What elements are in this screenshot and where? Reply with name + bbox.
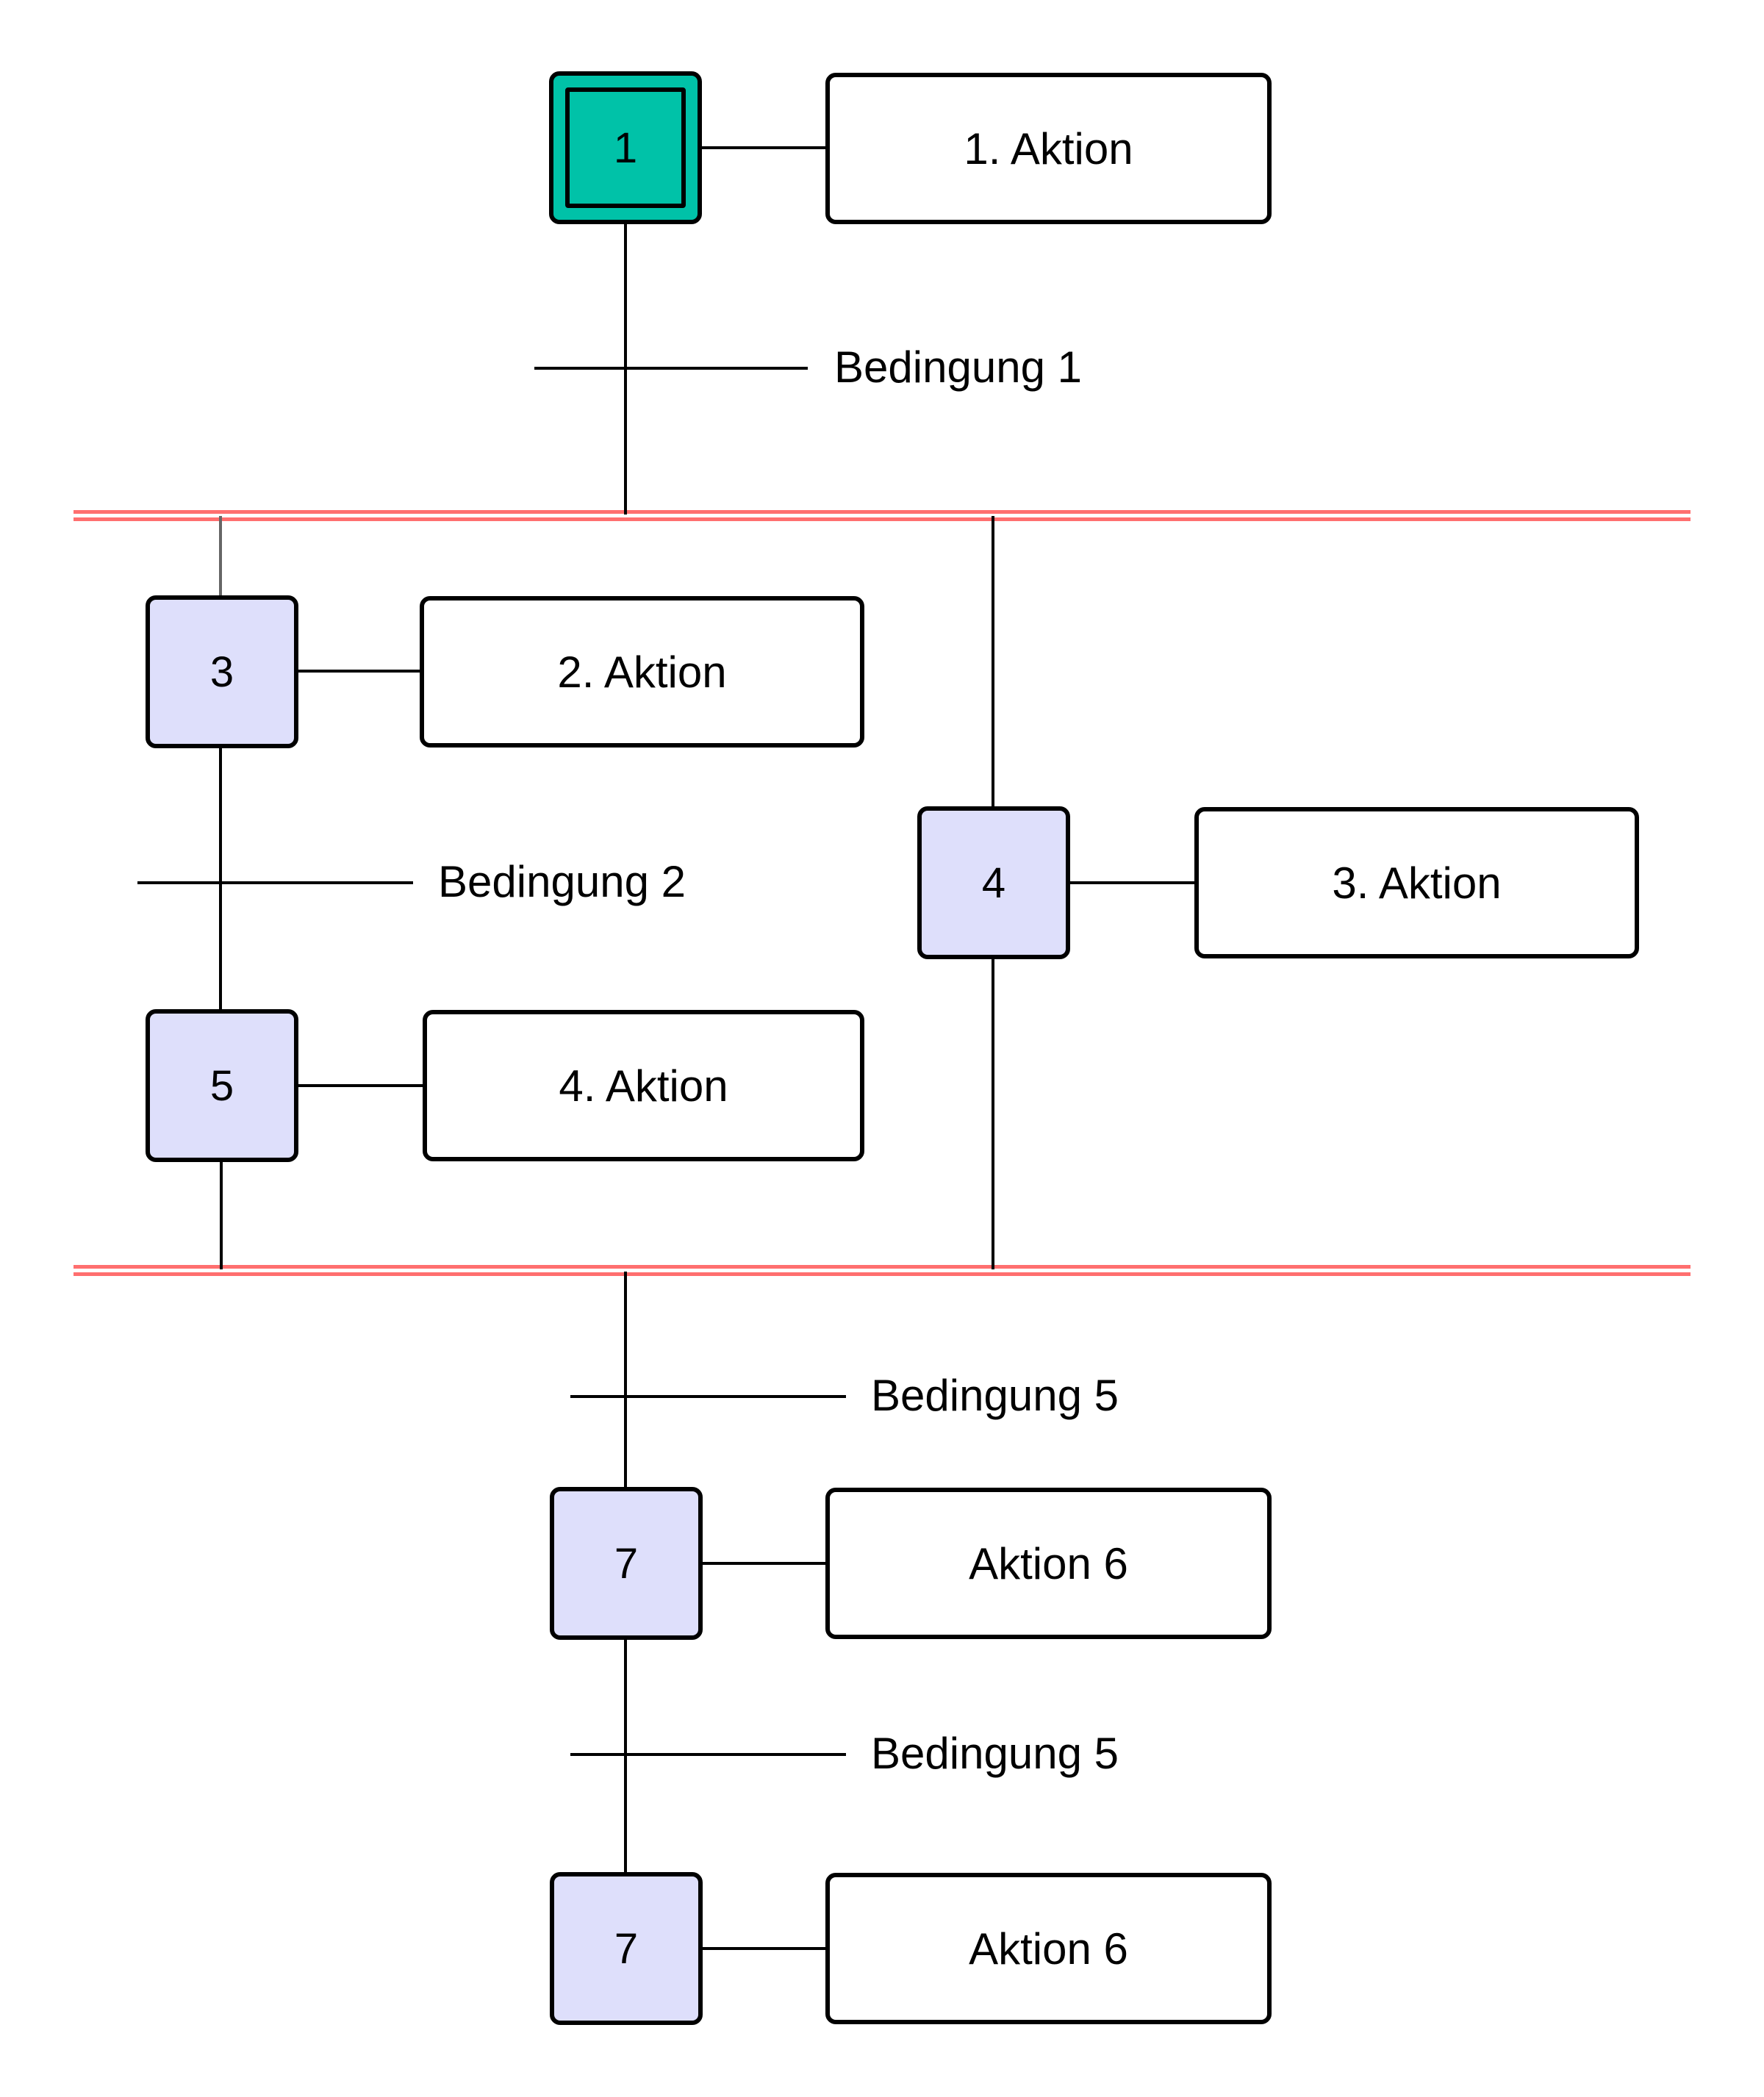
transition-condition-3: Bedingung 5 — [871, 1371, 1119, 1420]
step-number: 7 — [614, 1924, 639, 1973]
step-number: 4 — [981, 858, 1006, 907]
action-box-1[interactable]: 1. Aktion — [825, 73, 1272, 224]
step-4[interactable]: 4 — [917, 806, 1070, 959]
parallel-divergence-bar — [74, 510, 1690, 521]
transition-condition-2: Bedingung 2 — [438, 857, 686, 906]
step-5[interactable]: 5 — [146, 1009, 298, 1162]
initial-step-1[interactable]: 1 — [549, 71, 702, 224]
step-number: 5 — [209, 1061, 234, 1110]
step-3[interactable]: 3 — [146, 595, 298, 748]
action-label: Aktion 6 — [969, 1538, 1128, 1588]
action-box-2[interactable]: 2. Aktion — [420, 596, 864, 748]
transition-condition-1: Bedingung 1 — [834, 343, 1082, 392]
transition-condition-4: Bedingung 5 — [871, 1729, 1119, 1778]
action-box-4[interactable]: 4. Aktion — [423, 1010, 864, 1161]
action-label: 1. Aktion — [964, 123, 1133, 173]
action-label: 4. Aktion — [559, 1061, 728, 1111]
initial-step-inner-frame — [565, 87, 686, 208]
action-box-6-second[interactable]: Aktion 6 — [825, 1873, 1272, 2024]
step-number: 3 — [209, 648, 234, 696]
action-label: 2. Aktion — [557, 647, 727, 697]
parallel-convergence-bar — [74, 1265, 1690, 1276]
action-box-6[interactable]: Aktion 6 — [825, 1488, 1272, 1639]
step-number: 7 — [614, 1539, 639, 1588]
step-7[interactable]: 7 — [550, 1487, 703, 1640]
action-label: 3. Aktion — [1332, 858, 1502, 908]
step-number: 1 — [613, 123, 638, 172]
step-7-second[interactable]: 7 — [550, 1872, 703, 2025]
action-box-3[interactable]: 3. Aktion — [1194, 807, 1639, 958]
action-label: Aktion 6 — [969, 1924, 1128, 1974]
